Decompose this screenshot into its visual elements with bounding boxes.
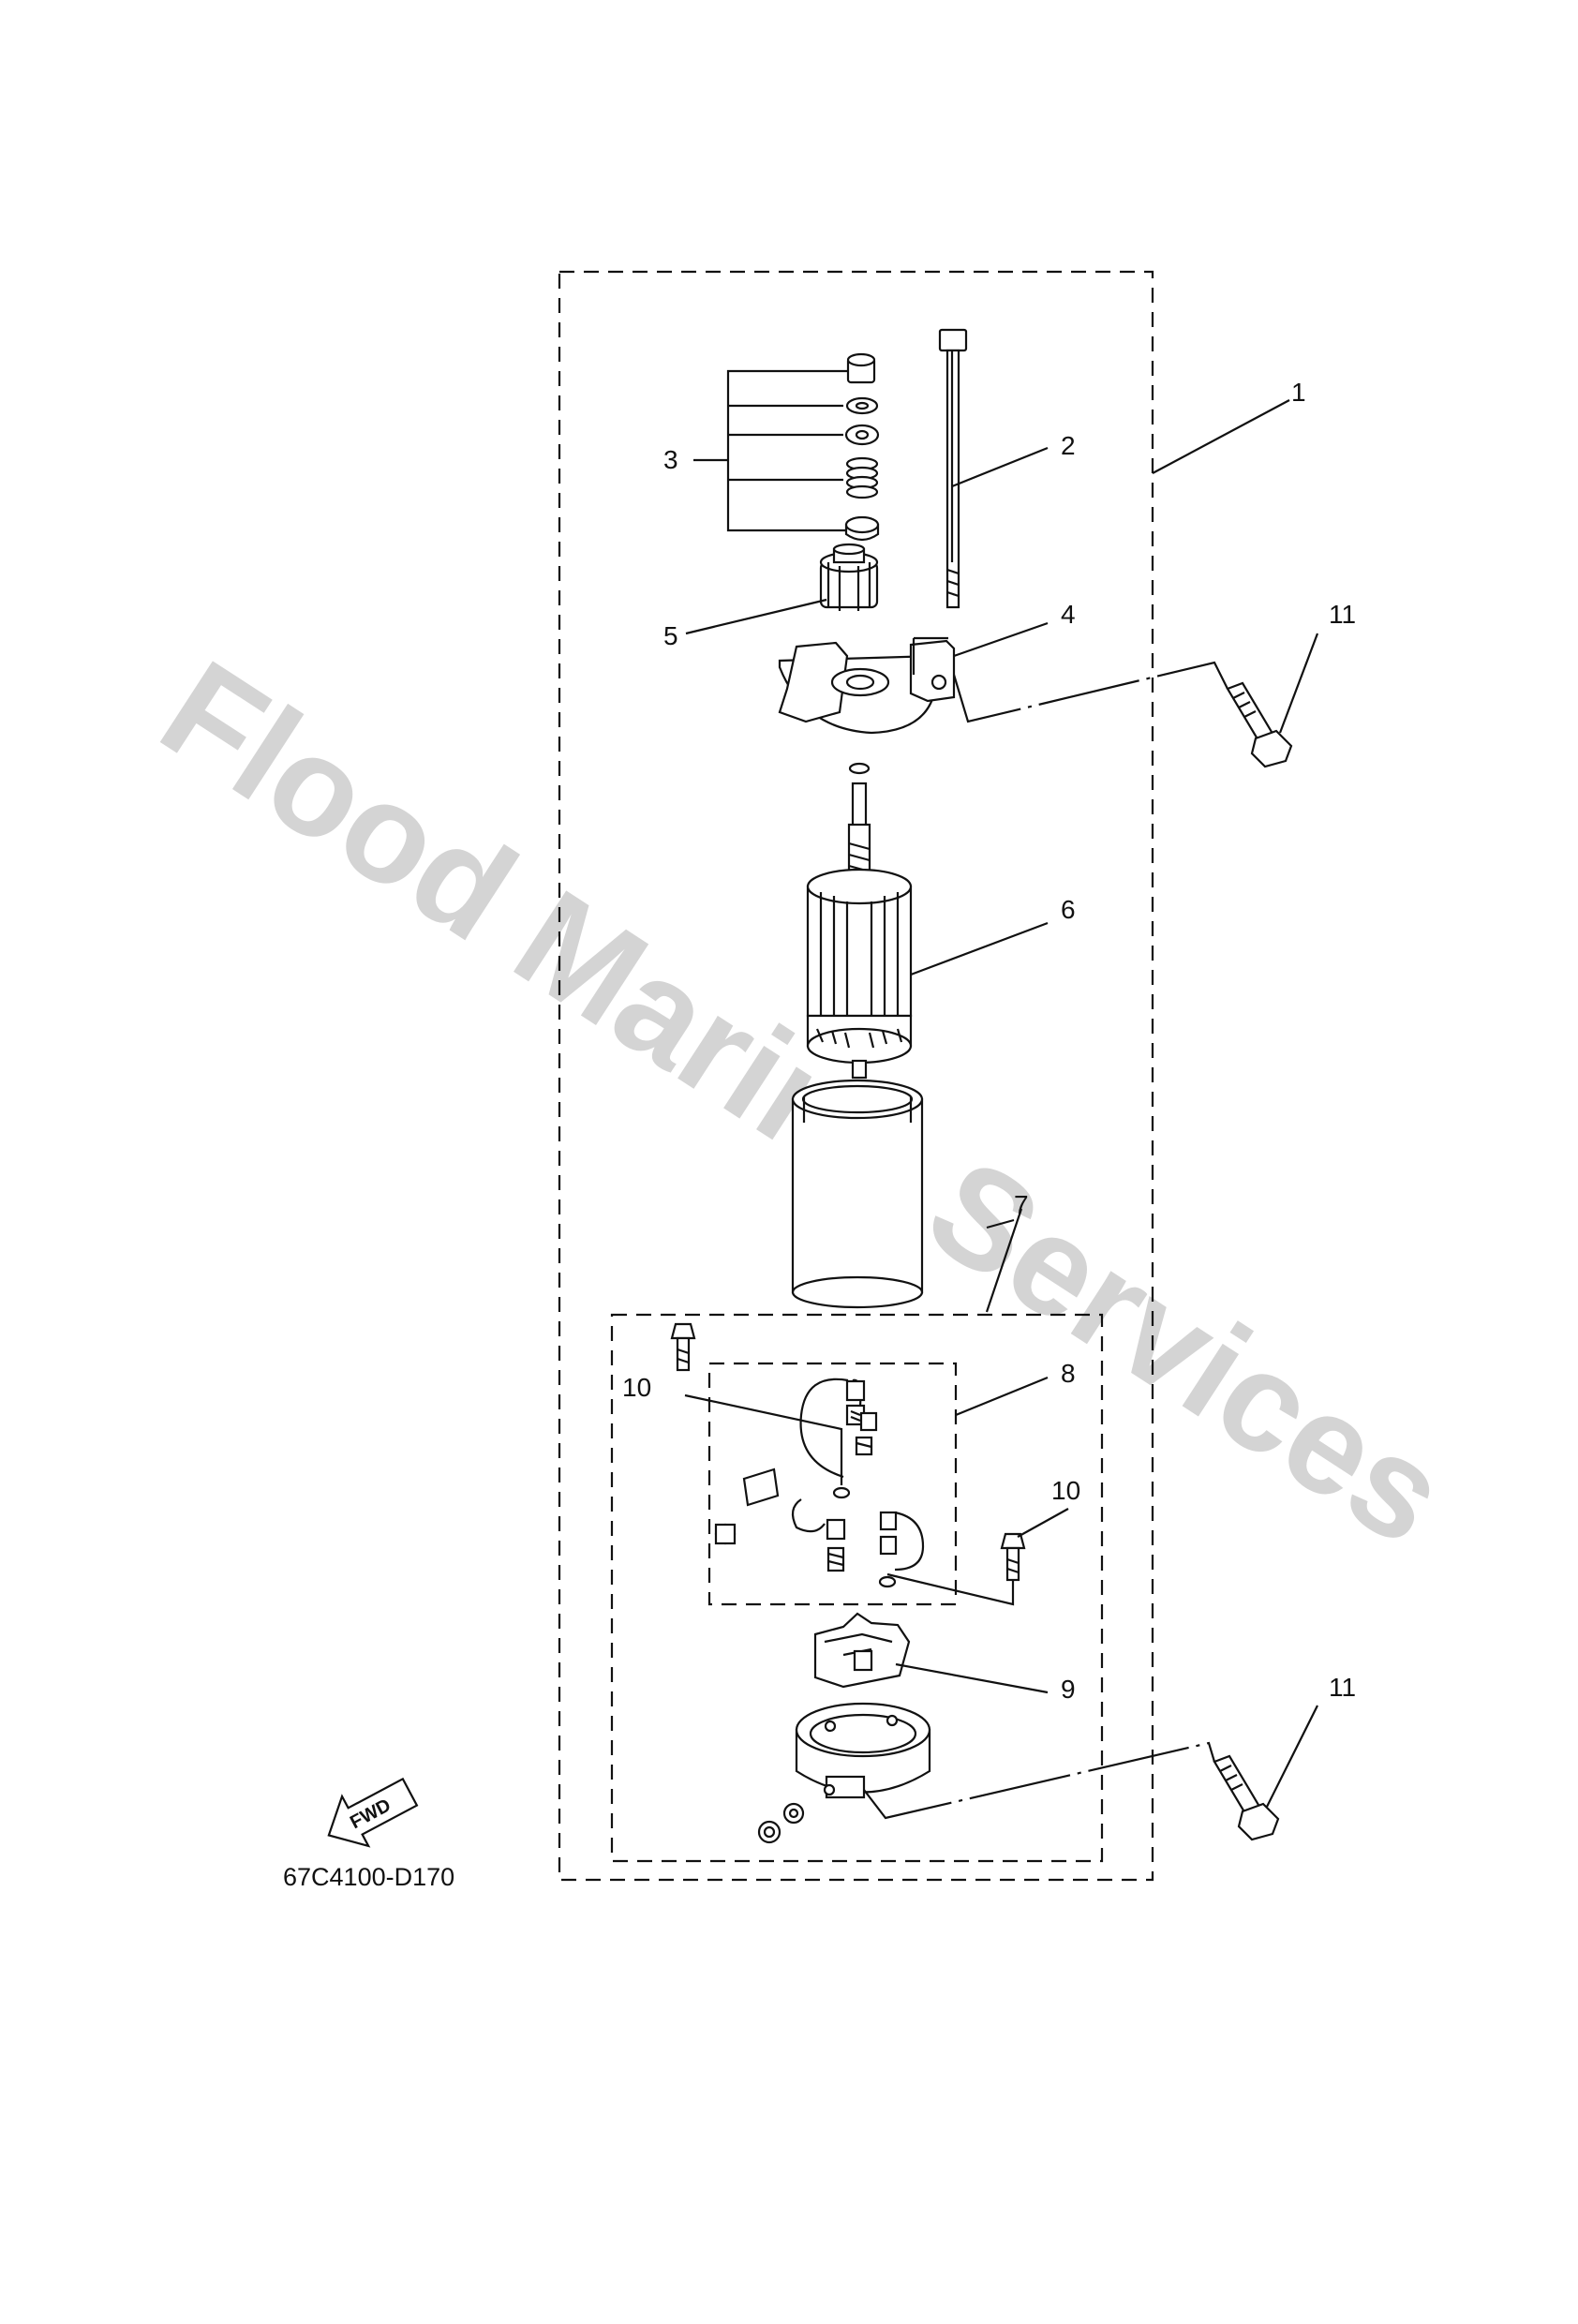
part-11-bolt-upper xyxy=(1226,681,1293,768)
bolt-11-upper-leader xyxy=(952,661,1228,723)
group-8-boundary xyxy=(707,1362,958,1606)
callout-5: 5 xyxy=(663,621,678,650)
callout-1: 1 xyxy=(1291,378,1306,407)
part-10-screw-right xyxy=(1000,1532,1026,1582)
callout-9: 9 xyxy=(1061,1675,1076,1704)
part-3-washer-spring-set xyxy=(693,352,880,542)
callout-10-left: 10 xyxy=(622,1373,651,1402)
group-7-boundary xyxy=(610,1313,1104,1863)
callout-2: 2 xyxy=(1061,431,1076,460)
callout-4: 4 xyxy=(1061,600,1076,629)
callout-10-right: 10 xyxy=(1051,1476,1080,1505)
callout-3: 3 xyxy=(663,445,678,474)
callout-11-upper: 11 xyxy=(1329,600,1356,629)
callout-leaders xyxy=(685,399,1319,1808)
diagram-code: 67C4100-D170 xyxy=(283,1863,454,1891)
bolt-11-lower-leader xyxy=(863,1741,1216,1820)
part-2-through-bolt xyxy=(938,328,968,609)
assembly-boundary xyxy=(558,270,1154,1882)
rear-bracket xyxy=(757,1702,931,1844)
part-8-brush-holder-set xyxy=(684,1378,1015,1606)
part-9-brush-plate xyxy=(813,1612,911,1689)
part-11-bolt-lower xyxy=(1213,1754,1280,1841)
callout-6: 6 xyxy=(1061,895,1076,924)
part-7-yoke xyxy=(791,1079,924,1309)
part-4-front-bracket xyxy=(778,636,956,775)
part-6-armature xyxy=(806,782,913,1080)
callout-7: 7 xyxy=(1014,1190,1029,1219)
part-5-pinion-gear xyxy=(819,543,879,611)
callout-11-lower: 11 xyxy=(1329,1673,1356,1702)
callout-8: 8 xyxy=(1061,1359,1076,1388)
part-10-screw-left xyxy=(670,1322,696,1372)
fwd-arrow-icon: FWD xyxy=(327,1777,419,1848)
